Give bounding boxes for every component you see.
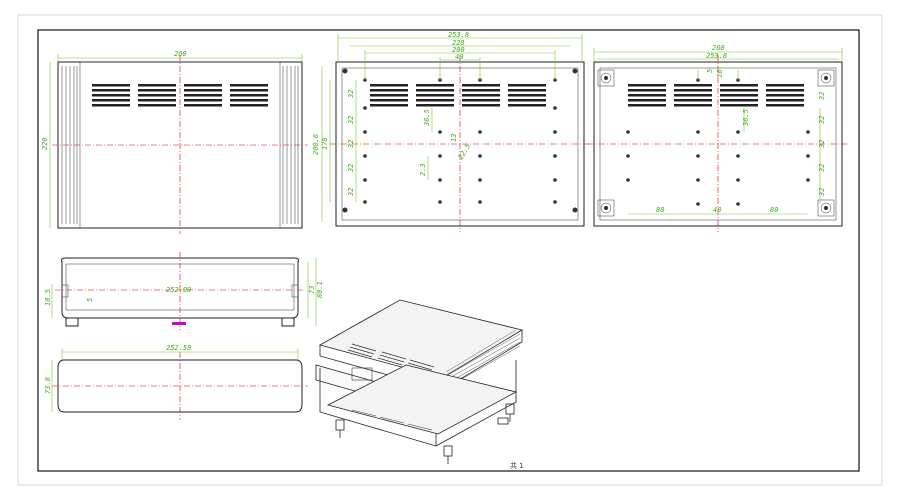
bottom-mounting-holes <box>626 78 810 206</box>
sheet-border <box>37 29 860 472</box>
bottom-dim-32-b: 32 <box>818 140 826 149</box>
bottom-dim-80-left: 80 <box>656 206 664 214</box>
bottom-vent-slots <box>628 84 804 107</box>
panel-height-dimension: 73.8 <box>44 377 52 394</box>
iso-top-cover <box>318 299 524 379</box>
bottom-feet <box>597 69 835 217</box>
bottom-dim-260: 260 <box>712 44 725 52</box>
top-dim-228: 228 <box>452 39 465 47</box>
top-dim-13: 13 <box>450 134 458 142</box>
iso-side-fins <box>445 329 521 389</box>
side-center-mark <box>172 322 186 325</box>
sheet-outer-frame <box>17 14 883 486</box>
bottom-dim-32-c: 32 <box>818 164 826 173</box>
side-view: 252.09 10.5 5 73 80.1 <box>44 252 324 330</box>
top-dim-22-5: 22.5 <box>457 142 472 161</box>
bottom-dim-16: 16 <box>716 70 724 78</box>
bottom-view: 260 253.8 5 16 36.5 32 32 32 32 32 80 40… <box>588 44 848 232</box>
top-dim-32-a: 32 <box>347 90 355 99</box>
bottom-dim-5: 5 <box>706 69 714 73</box>
top-dim-253-8: 253.8 <box>448 31 469 39</box>
top-dim-200-6: 200.6 <box>312 134 320 155</box>
top-dim-32-c: 32 <box>347 140 355 149</box>
top-dim-2-3: 2.3 <box>419 163 427 176</box>
side-dim-5: 5 <box>86 298 94 302</box>
bottom-dim-253-8: 253.8 <box>706 52 727 60</box>
side-width-dimension: 252.09 <box>166 286 191 294</box>
top-dim-32-d: 32 <box>347 164 355 173</box>
side-dim-10-5: 10.5 <box>44 289 52 306</box>
front-height-dimension: 220 <box>41 137 49 150</box>
panel-view: 252.59 73.8 <box>44 344 308 420</box>
page-label: 共 1 <box>510 461 524 470</box>
isometric-exploded-view <box>315 299 524 464</box>
iso-bottom-vents <box>351 409 433 431</box>
bottom-dim-32-e: 32 <box>818 92 826 101</box>
side-dim-80-1: 80.1 <box>316 281 324 298</box>
front-width-dimension: 260 <box>174 50 187 58</box>
front-view: 260 220 <box>41 50 308 234</box>
bottom-dim-40: 40 <box>713 206 721 214</box>
bottom-dim-36-5: 36.5 <box>742 109 750 127</box>
top-vent-slots <box>370 84 546 107</box>
top-dim-36-5: 36.5 <box>423 109 431 127</box>
bottom-dim-32-d: 32 <box>818 188 826 197</box>
front-vent-slots <box>92 84 268 107</box>
iso-feet <box>335 403 515 464</box>
panel-width-dimension: 252.59 <box>166 344 191 352</box>
iso-bottom-tray <box>326 364 518 435</box>
top-dim-200: 200 <box>452 46 465 54</box>
top-dim-40: 40 <box>455 53 463 61</box>
side-dim-73: 73 <box>308 286 316 294</box>
top-mounting-holes <box>363 78 557 204</box>
bottom-dim-32-a: 32 <box>818 116 826 125</box>
bottom-dim-80-right: 80 <box>770 206 778 214</box>
top-dim-170: 170 <box>321 137 329 150</box>
top-dim-32-b: 32 <box>347 116 355 125</box>
top-view: 253.8 228 200 40 200.6 170 32 32 32 32 3… <box>312 31 590 232</box>
top-dim-32-e: 32 <box>347 188 355 197</box>
